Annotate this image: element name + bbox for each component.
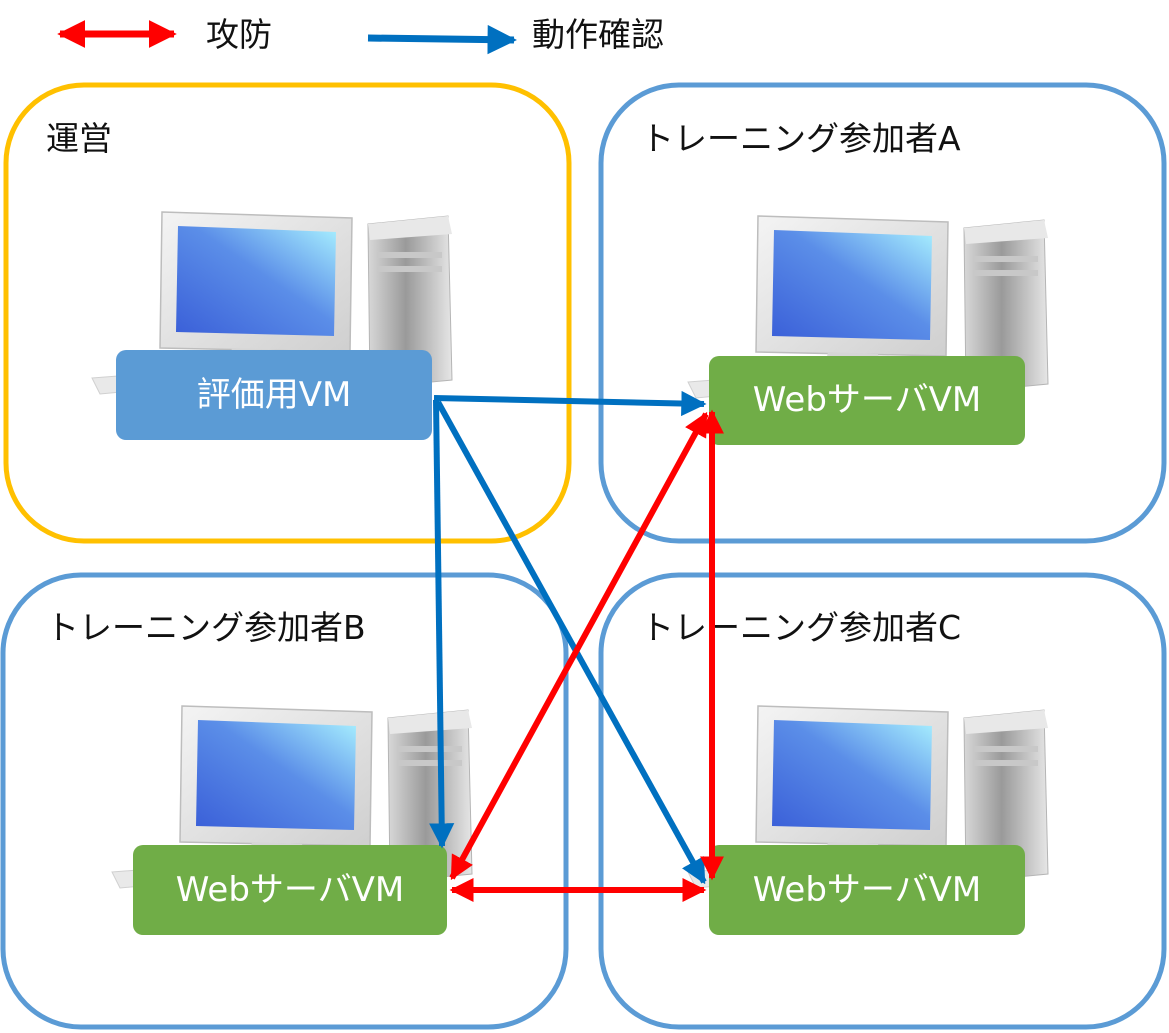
participant-c-web-vm-label: WebサーバVM	[753, 870, 981, 910]
eval-to-b-arrow	[429, 399, 455, 849]
participant-b-title: トレーニング参加者B	[46, 608, 366, 647]
participant-a-group: トレーニング参加者A	[598, 82, 1167, 544]
participant-c-web-vm-box[interactable]: WebサーバVM	[709, 845, 1025, 935]
participant-c-title: トレーニング参加者C	[641, 608, 961, 647]
legend: 攻防 動作確認	[57, 15, 664, 55]
attack-defense-arrows	[449, 409, 724, 902]
participant-b-web-vm-box[interactable]: WebサーバVM	[133, 845, 447, 935]
participant-b-web-vm-label: WebサーバVM	[176, 870, 404, 910]
participant-a-web-vm-box[interactable]: WebサーバVM	[709, 356, 1025, 445]
legend-operation-check-label: 動作確認	[532, 15, 664, 54]
ops-group: 運営	[3, 82, 572, 544]
eval-to-a-arrow	[433, 390, 707, 417]
ops-group-title: 運営	[46, 119, 112, 158]
participant-a-title: トレーニング参加者A	[641, 119, 961, 158]
eval-vm-box[interactable]: 評価用VM	[116, 350, 432, 440]
legend-attack-defense-label: 攻防	[206, 15, 272, 54]
participant-a-web-vm-label: WebサーバVM	[753, 380, 981, 420]
eval-vm-label: 評価用VM	[197, 375, 352, 415]
operation-check-legend-arrow	[367, 24, 517, 55]
b-a-attack-defense-arrow	[449, 411, 709, 881]
